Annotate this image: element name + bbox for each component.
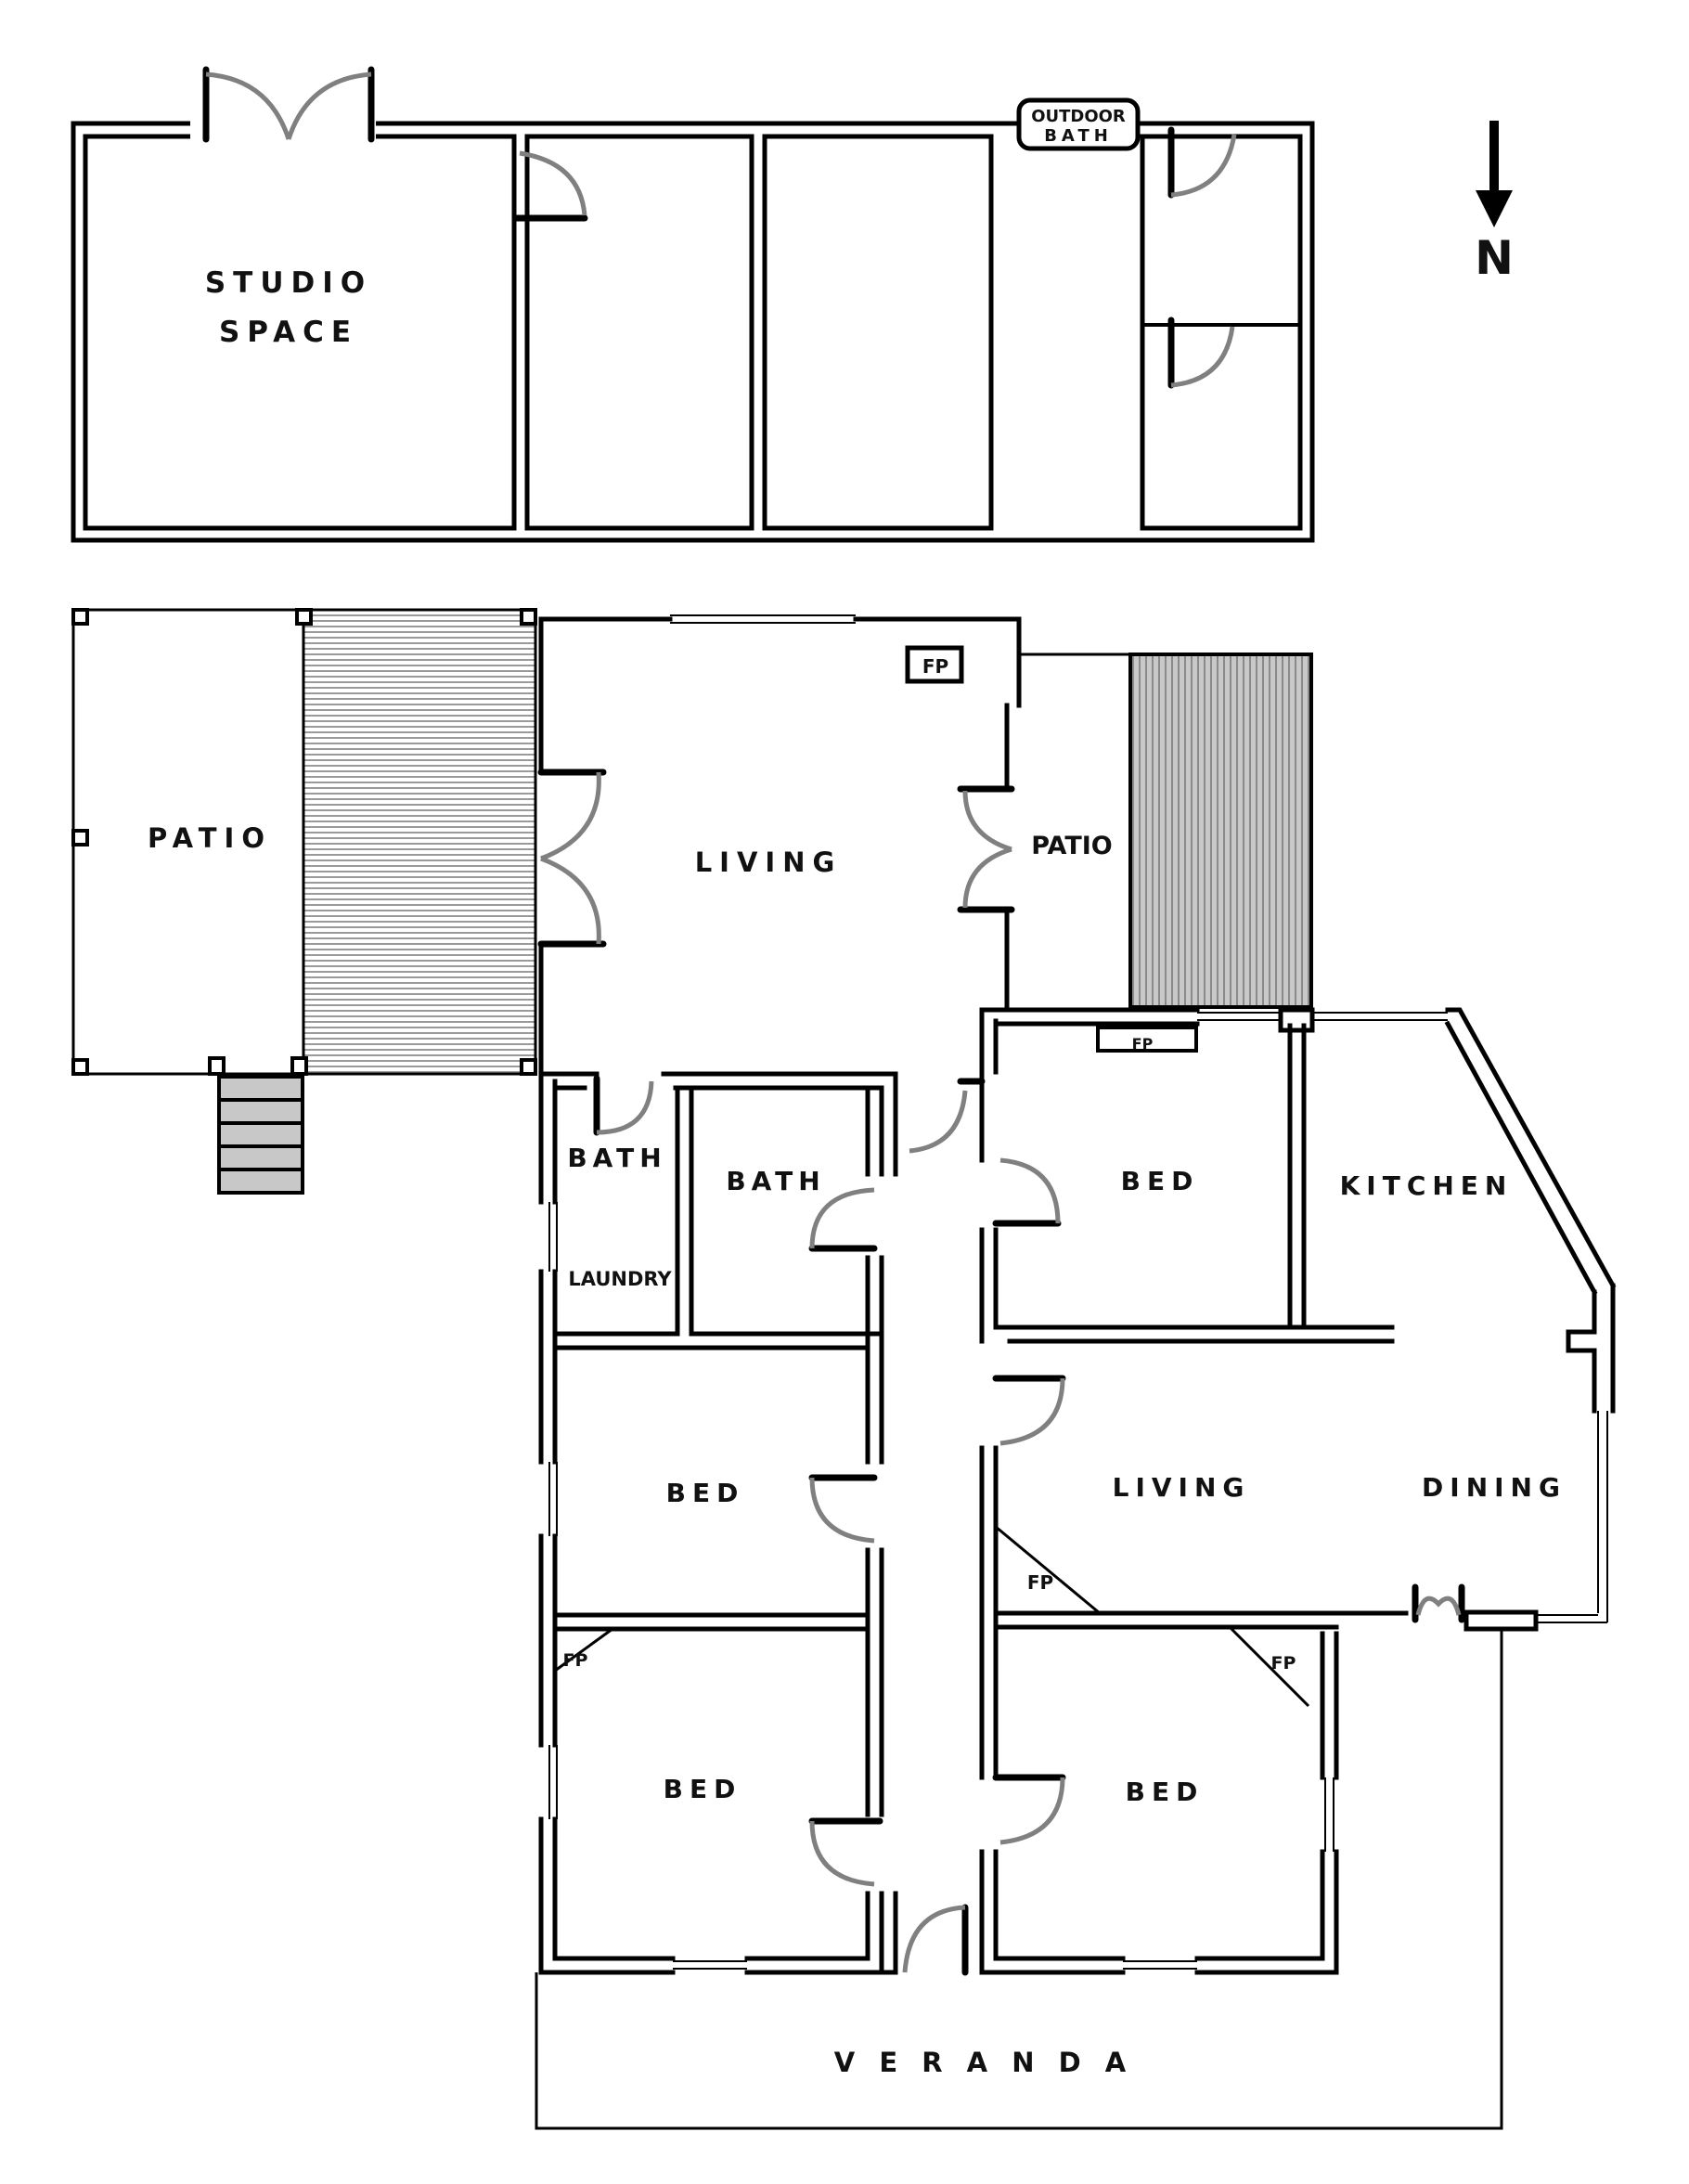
studio-building (71, 66, 1315, 543)
bed-1-label: BED (1121, 1166, 1200, 1196)
patio-post (295, 608, 313, 626)
wall (1445, 1007, 1617, 1289)
fireplace-bed-3 (554, 1627, 613, 1673)
wall (689, 1085, 870, 1177)
wall (744, 1891, 898, 1975)
veranda-door-swing (902, 1905, 966, 1973)
studio-label-line1: STUDIO (205, 266, 372, 300)
patio-post (71, 829, 89, 846)
living-east-door-swing (962, 790, 1012, 852)
deck-west (302, 608, 537, 1076)
kitchen-label: KITCHEN (1340, 1170, 1514, 1201)
living-west-door-swing (540, 856, 601, 945)
bath-2-label: BATH (726, 1166, 825, 1196)
studio-door-swing-left (205, 71, 291, 140)
fireplace-bed-1-label: FP (1132, 1035, 1154, 1053)
north-arrow-icon (1476, 121, 1513, 227)
outdoor-bath-label-box (1016, 97, 1141, 151)
patio-post (290, 1056, 308, 1076)
outdoor-bath-label-line1: OUTDOOR (1031, 107, 1126, 126)
patio-steps (217, 1075, 304, 1195)
west-patio (71, 608, 537, 1076)
wall (1566, 1289, 1597, 1414)
patio-post (71, 608, 89, 626)
studio-room-3-wall (762, 134, 994, 531)
bed-3-label: BED (664, 1774, 742, 1804)
fireplace-bed-3-label: FP (563, 1650, 588, 1671)
patio-post (520, 608, 537, 626)
studio-label-line2: SPACE (219, 316, 358, 349)
living-main-label: LIVING (695, 846, 843, 878)
hall-door-swing (909, 1090, 968, 1154)
veranda-outline (535, 1629, 1503, 2130)
patio-post (208, 1056, 226, 1076)
main-house-walls (535, 1007, 1617, 2130)
studio-bath-block-wall (1140, 134, 1303, 531)
wall (853, 616, 1022, 708)
wall (1444, 1020, 1598, 1296)
bed-4-door-swing (999, 1777, 1065, 1845)
bath-1-label: BATH (567, 1143, 666, 1173)
wall (1463, 1609, 1539, 1632)
fireplace-living-main-label: FP (922, 655, 948, 678)
bed-1-door-swing (999, 1157, 1061, 1224)
dining-label: DINING (1422, 1472, 1567, 1503)
studio-door-swing-right (286, 71, 372, 140)
laundry-label: LAUNDRY (568, 1268, 672, 1290)
fireplace-living-2-label: FP (1027, 1571, 1053, 1594)
wall (538, 1071, 600, 1098)
living-west-door-swing (540, 771, 601, 861)
wall (538, 616, 673, 775)
living-2-door-swing (999, 1377, 1065, 1446)
fireplace-living-2 (995, 1525, 1101, 1615)
fireplace-bed-4 (1228, 1625, 1310, 1708)
bed-3-door-swing (809, 1820, 875, 1887)
living-main (537, 614, 1130, 1077)
outdoor-bath-door-swing-2 (1170, 326, 1235, 388)
patio-post (71, 1058, 89, 1076)
wall (661, 1071, 898, 1177)
bath-1-door-swing (596, 1080, 654, 1135)
bath-2-door-swing (809, 1187, 875, 1249)
living-east-door-swing (962, 846, 1012, 909)
fireplace-bed-1 (1096, 1026, 1198, 1053)
studio-outer-wall (71, 121, 1315, 543)
bed-2-door-swing (809, 1477, 875, 1544)
north-letter: N (1475, 231, 1514, 285)
bed-2-label: BED (666, 1478, 745, 1508)
deck-east (1128, 653, 1313, 1009)
fireplace-bed-4-label: FP (1271, 1653, 1296, 1674)
living-2-label: LIVING (1113, 1472, 1251, 1503)
studio-room-2-wall (524, 134, 754, 531)
dining-door-swing (1415, 1596, 1462, 1616)
patio-west-label: PATIO (148, 822, 272, 854)
veranda-label: V E R A N D A (834, 2047, 1133, 2078)
patio-east-label: PATIO (1031, 832, 1113, 860)
wall (1278, 1007, 1315, 1033)
outdoor-bath-label-line2: BATH (1044, 126, 1113, 146)
outdoor-bath-door-swing-1 (1170, 134, 1237, 198)
bed-4-label: BED (1126, 1777, 1205, 1807)
patio-post (520, 1058, 537, 1076)
studio-inner-door-swing (519, 150, 587, 216)
wall (673, 1085, 884, 1177)
fireplace-living-main (905, 645, 964, 684)
